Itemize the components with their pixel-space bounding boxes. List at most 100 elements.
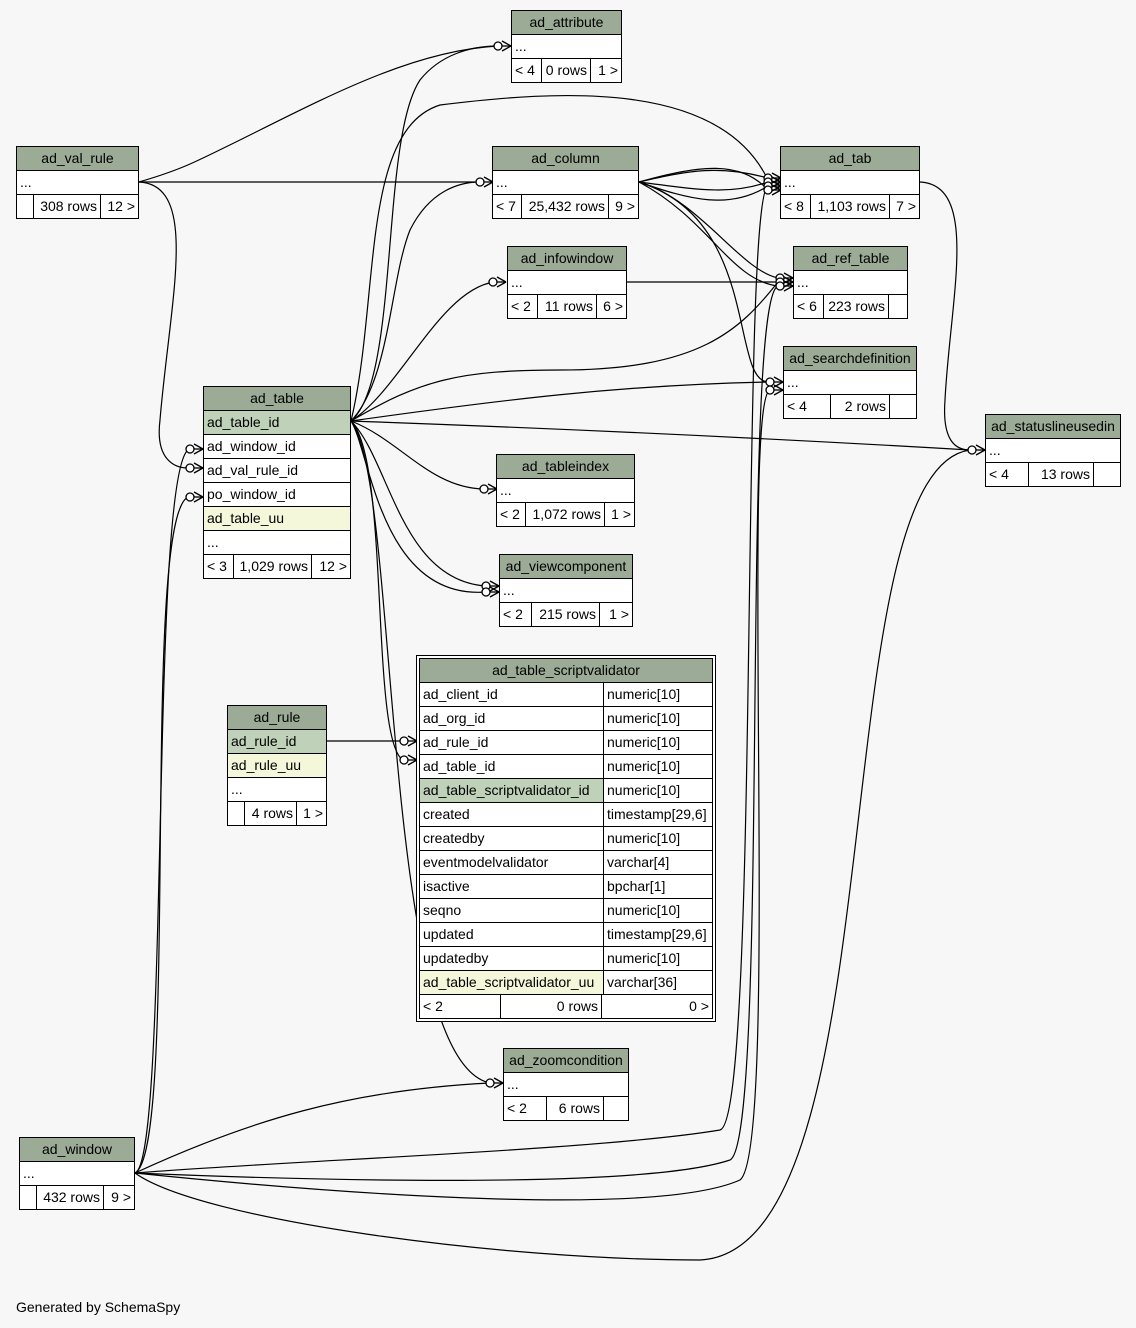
table-header[interactable]: ad_searchdefinition bbox=[784, 347, 916, 371]
parents-count[interactable] bbox=[20, 1186, 37, 1209]
children-count[interactable]: 0 > bbox=[689, 998, 709, 1014]
table-ad-tableindex[interactable]: ad_tableindex ... < 2 1,072 rows 1 > bbox=[496, 454, 635, 527]
parents-count[interactable]: < 2 bbox=[497, 503, 526, 526]
row-count: 11 rows bbox=[538, 295, 597, 318]
table-row-unique: ad_table_uu bbox=[204, 507, 350, 531]
table-ad-ref-table[interactable]: ad_ref_table ... < 6 223 rows bbox=[793, 246, 908, 319]
children-count[interactable] bbox=[889, 295, 907, 318]
edge-table-tableindex bbox=[350, 420, 485, 490]
table-row-primary-key: ad_rule_id bbox=[228, 730, 326, 754]
children-count[interactable]: 9 > bbox=[615, 198, 635, 214]
table-header[interactable]: ad_attribute bbox=[512, 11, 621, 35]
table-ad-window[interactable]: ad_window ... 432 rows 9 > bbox=[19, 1137, 135, 1210]
children-count[interactable]: 1 > bbox=[611, 506, 631, 522]
table-ad-table[interactable]: ad_table ad_table_id ad_window_id ad_val… bbox=[203, 386, 351, 579]
edge-column-tab-4 bbox=[638, 167, 769, 191]
edge-window-zoomcondition bbox=[134, 1082, 491, 1174]
edge-table-scriptvalidator bbox=[350, 420, 404, 761]
table-row: ad_val_rule_id bbox=[204, 459, 350, 483]
table-header[interactable]: ad_tab bbox=[781, 147, 919, 171]
table-header[interactable]: ad_rule bbox=[228, 706, 326, 730]
edge-column-tab-2 bbox=[638, 181, 769, 191]
parents-count[interactable]: < 3 bbox=[204, 555, 234, 578]
children-count[interactable]: 1 > bbox=[609, 606, 629, 622]
column-name: isactive bbox=[420, 875, 604, 899]
children-count[interactable]: 1 > bbox=[598, 62, 618, 78]
table-row-unique: ad_rule_uu bbox=[228, 754, 326, 778]
column-type: varchar[4] bbox=[604, 851, 712, 875]
children-count[interactable]: 7 > bbox=[896, 198, 916, 214]
table-footer: 4 rows 1 > bbox=[228, 802, 326, 825]
column-name: ad_table_id bbox=[420, 755, 604, 779]
row-count: 1,029 rows bbox=[234, 555, 312, 578]
column-name: updatedby bbox=[420, 947, 604, 971]
table-footer: < 2 1,072 rows 1 > bbox=[497, 503, 634, 526]
edge-window-tab bbox=[134, 185, 769, 1174]
table-row: ... bbox=[228, 778, 326, 802]
table-footer: < 7 25,432 rows 9 > bbox=[493, 195, 638, 218]
table-header[interactable]: ad_table bbox=[204, 387, 350, 411]
edge-window-table-1 bbox=[134, 449, 189, 1174]
column-type: timestamp[29,6] bbox=[604, 923, 712, 947]
column-type: numeric[10] bbox=[604, 827, 712, 851]
table-header[interactable]: ad_infowindow bbox=[508, 247, 626, 271]
edge-tab-statusline bbox=[919, 181, 971, 451]
table-ad-rule[interactable]: ad_rule ad_rule_id ad_rule_uu ... 4 rows… bbox=[227, 705, 327, 826]
parents-count[interactable]: < 2 bbox=[420, 995, 501, 1018]
table-header[interactable]: ad_val_rule bbox=[17, 147, 138, 171]
row-count: 223 rows bbox=[824, 295, 889, 318]
children-count[interactable]: 6 > bbox=[603, 298, 623, 314]
table-footer: < 2 11 rows 6 > bbox=[508, 295, 626, 318]
table-footer: < 2 6 rows bbox=[504, 1097, 628, 1120]
edge-table-zoomcondition bbox=[350, 420, 491, 1084]
table-row: ... bbox=[497, 479, 634, 503]
children-count[interactable]: 12 > bbox=[319, 558, 347, 574]
table-header[interactable]: ad_viewcomponent bbox=[500, 555, 632, 579]
table-row: ... bbox=[508, 271, 626, 295]
table-row: ... bbox=[204, 531, 350, 555]
table-header[interactable]: ad_table_scriptvalidator bbox=[420, 659, 712, 683]
parents-count[interactable] bbox=[17, 195, 34, 218]
table-header[interactable]: ad_tableindex bbox=[497, 455, 634, 479]
table-row: ... bbox=[784, 371, 916, 395]
parents-count[interactable]: < 8 bbox=[781, 195, 811, 218]
table-ad-viewcomponent[interactable]: ad_viewcomponent ... < 2 215 rows 1 > bbox=[499, 554, 633, 627]
table-ad-infowindow[interactable]: ad_infowindow ... < 2 11 rows 6 > bbox=[507, 246, 627, 319]
parents-count[interactable]: < 7 bbox=[493, 195, 522, 218]
parents-count[interactable]: < 4 bbox=[986, 463, 1029, 486]
edge-window-searchdef bbox=[134, 389, 771, 1201]
parents-count[interactable]: < 4 bbox=[512, 59, 542, 82]
table-header[interactable]: ad_zoomcondition bbox=[504, 1049, 628, 1073]
table-header[interactable]: ad_window bbox=[20, 1138, 134, 1162]
row-count: 13 rows bbox=[1029, 463, 1094, 486]
table-header[interactable]: ad_statuslineusedin bbox=[986, 415, 1120, 439]
children-count[interactable]: 1 > bbox=[303, 805, 323, 821]
parents-count[interactable]: < 6 bbox=[794, 295, 824, 318]
children-count[interactable]: 9 > bbox=[111, 1189, 131, 1205]
parents-count[interactable]: < 4 bbox=[784, 395, 831, 418]
children-count[interactable] bbox=[1094, 463, 1120, 486]
children-count[interactable]: 12 > bbox=[107, 198, 135, 214]
parents-count[interactable] bbox=[228, 802, 245, 825]
parents-count[interactable]: < 2 bbox=[508, 295, 538, 318]
table-ad-tab[interactable]: ad_tab ... < 8 1,103 rows 7 > bbox=[780, 146, 920, 219]
table-ad-attribute[interactable]: ad_attribute ... < 4 0 rows 1 > bbox=[511, 10, 622, 83]
parents-count[interactable]: < 2 bbox=[500, 603, 532, 626]
table-ad-table-scriptvalidator[interactable]: ad_table_scriptvalidator ad_client_id nu… bbox=[416, 655, 716, 1022]
table-row: ... bbox=[17, 171, 138, 195]
row-count: 1,103 rows bbox=[811, 195, 890, 218]
edge-table-searchdef bbox=[350, 381, 769, 422]
table-header[interactable]: ad_column bbox=[493, 147, 638, 171]
table-header[interactable]: ad_ref_table bbox=[794, 247, 907, 271]
column-type: numeric[10] bbox=[604, 779, 712, 803]
children-count[interactable] bbox=[604, 1097, 628, 1120]
table-ad-statuslineusedin[interactable]: ad_statuslineusedin ... < 4 13 rows bbox=[985, 414, 1121, 487]
table-ad-val-rule[interactable]: ad_val_rule ... 308 rows 12 > bbox=[16, 146, 139, 219]
table-ad-column[interactable]: ad_column ... < 7 25,432 rows 9 > bbox=[492, 146, 639, 219]
parents-count[interactable]: < 2 bbox=[504, 1097, 547, 1120]
table-row: ... bbox=[986, 439, 1120, 463]
table-ad-searchdefinition[interactable]: ad_searchdefinition ... < 4 2 rows bbox=[783, 346, 917, 419]
table-ad-zoomcondition[interactable]: ad_zoomcondition ... < 2 6 rows bbox=[503, 1048, 629, 1121]
children-count[interactable] bbox=[890, 395, 916, 418]
column-grid: ad_client_id numeric[10] ad_org_id numer… bbox=[420, 683, 712, 995]
